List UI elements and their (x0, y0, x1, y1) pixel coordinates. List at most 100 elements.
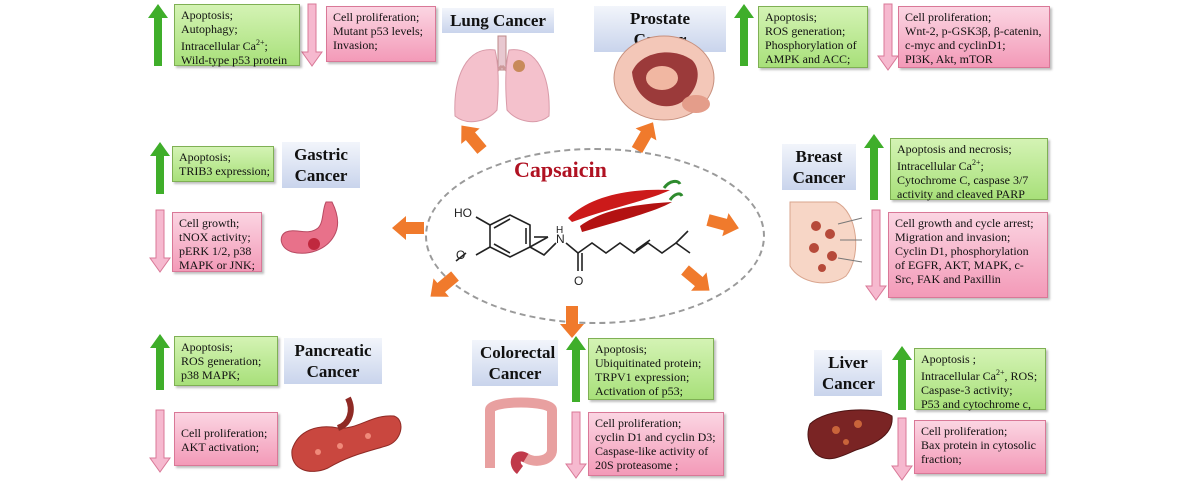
ho-label: HO (454, 206, 472, 220)
liver-up-item: Caspase-3 activity; (921, 383, 1013, 397)
down-arrow-pancreatic (149, 409, 171, 473)
liver-down-box: Cell proliferation; Bax protein in cytos… (914, 420, 1046, 474)
liver-down-item: Bax protein in cytosolic (921, 438, 1036, 452)
down-arrow-colorectal (565, 411, 587, 479)
prostate-down-box: Cell proliferation; Wnt-2, p-GSK3β, β-ca… (898, 6, 1050, 68)
colorectal-up-box: Apoptosis; Ubiquitinated protein; TRPV1 … (588, 338, 714, 400)
gastric-title-line2: Cancer (294, 166, 348, 185)
pancreatic-up-box: Apoptosis; ROS generation; p38 MAPK; (174, 336, 278, 386)
lung-down-item: Mutant p53 levels; (333, 24, 423, 38)
pancreatic-up-item: Apoptosis; (181, 340, 234, 354)
up-arrow-lung (148, 4, 168, 66)
lung-up-item: Intracellular Ca2+; (181, 38, 268, 53)
stomach-icon (280, 201, 339, 254)
down-arrow-liver (891, 417, 913, 481)
gastric-up-item: Apoptosis; (179, 150, 232, 164)
colorectal-title: Colorectal Cancer (472, 340, 558, 386)
colorectal-title-line1: Colorectal (480, 343, 556, 362)
breast-title: Breast Cancer (782, 144, 856, 190)
liver-title: Liver Cancer (814, 350, 882, 396)
breast-down-item: Migration and invasion; (895, 230, 1011, 244)
pancreatic-down-box: Cell proliferation; AKT activation; (174, 412, 278, 466)
capsaicin-title: Capsaicin (514, 157, 607, 182)
arrow-to-colorectal (560, 306, 584, 338)
breast-icon (789, 201, 863, 284)
liver-up-box: Apoptosis ; Intracellular Ca2+, ROS; Cas… (914, 348, 1046, 411)
colorectal-up-item: Ubiquitinated protein; (595, 356, 702, 370)
breast-up-box: Apoptosis and necrosis; Intracellular Ca… (890, 138, 1048, 201)
breast-down-item: of EGFR, AKT, MAPK, c- (895, 258, 1024, 272)
liver-up-item: Intracellular Ca2+, ROS; (921, 368, 1038, 383)
pancreatic-down-item: Cell proliferation; (181, 426, 268, 440)
colorectal-down-box: Cell proliferation; cyclin D1 and cyclin… (588, 412, 724, 476)
chili-pepper-icon (568, 179, 684, 232)
liver-up-item: Apoptosis ; (921, 352, 977, 366)
arrow-to-liver (677, 260, 718, 300)
pancreatic-title-line2: Cancer (306, 362, 360, 381)
liver-down-item: fraction; (921, 452, 962, 466)
colorectal-down-item: cyclin D1 and cyclin D3; (595, 430, 716, 444)
pancreatic-down-item: AKT activation; (181, 440, 260, 454)
breast-title-line2: Cancer (792, 168, 846, 187)
up-arrow-pancreatic (150, 334, 170, 390)
up-arrow-colorectal (566, 336, 586, 402)
down-arrow-lung (301, 3, 323, 67)
pancreatic-title-line1: Pancreatic (294, 341, 372, 360)
liver-icon (807, 409, 893, 460)
colorectal-up-item: Activation of p53; (595, 384, 683, 398)
lung-icon (454, 35, 550, 123)
h-label: H (556, 225, 563, 236)
liver-down-item: Cell proliferation; (921, 424, 1008, 438)
prostate-down-item: PI3K, Akt, mTOR (905, 52, 993, 66)
breast-up-item: Cytochrome C, caspase 3/7 (897, 173, 1029, 187)
liver-up-item: P53 and cytochrome c, (921, 397, 1031, 411)
colorectal-down-item: 20S proteasome ; (595, 458, 679, 472)
gastric-title-line1: Gastric (294, 145, 348, 164)
lung-down-box: Cell proliferation; Mutant p53 levels; I… (326, 6, 436, 62)
gastric-down-item: Cell growth; (179, 216, 240, 230)
prostate-up-item: ROS generation; (765, 24, 846, 38)
gastric-down-item: pERK 1/2, p38 (179, 244, 252, 258)
gastric-up-box: Apoptosis; TRIB3 expression; (172, 146, 274, 182)
colorectal-down-item: Caspase-like activity of (595, 444, 709, 458)
breast-down-item: Cyclin D1, phosphorylation (895, 244, 1029, 258)
pancreas-icon (291, 396, 402, 472)
colorectal-up-item: Apoptosis; (595, 342, 648, 356)
lung-title: Lung Cancer (442, 8, 554, 33)
prostate-icon (613, 35, 715, 121)
breast-up-item: activity and cleaved PARP (897, 187, 1025, 201)
prostate-down-item: Cell proliferation; (905, 10, 992, 24)
arrow-to-breast (704, 208, 743, 240)
down-arrow-gastric (149, 209, 171, 273)
colorectal-up-item: TRPV1 expression; (595, 370, 690, 384)
breast-down-box: Cell growth and cycle arrest; Migration … (888, 212, 1048, 298)
center-ellipse (425, 148, 765, 324)
up-arrow-gastric (150, 142, 170, 194)
breast-title-line1: Breast (795, 147, 843, 166)
lung-up-item: Autophagy; (181, 22, 238, 36)
colorectal-down-item: Cell proliferation; (595, 416, 682, 430)
carbonyl-o-label: O (574, 274, 583, 288)
down-arrow-breast (865, 209, 887, 301)
prostate-down-item: c-myc and cyclinD1; (905, 38, 1006, 52)
lung-up-item: Apoptosis; (181, 8, 234, 22)
prostate-up-box: Apoptosis; ROS generation; Phosphorylati… (758, 6, 868, 68)
pancreatic-up-item: p38 MAPK; (181, 368, 241, 382)
gastric-down-item: MAPK or JNK; (179, 258, 256, 272)
n-label: N (556, 232, 565, 246)
prostate-up-item: AMPK and ACC; (765, 52, 851, 66)
pancreatic-up-item: ROS generation; (181, 354, 262, 368)
prostate-down-item: Wnt-2, p-GSK3β, β-catenin, (905, 24, 1042, 38)
breast-up-item: Apoptosis and necrosis; (897, 142, 1012, 156)
up-arrow-breast (864, 134, 884, 200)
up-arrow-prostate (734, 4, 754, 66)
lung-up-item: Wild-type p53 protein (181, 53, 288, 67)
breast-down-item: Cell growth and cycle arrest; (895, 216, 1034, 230)
up-arrow-liver (892, 346, 912, 410)
gastric-title: Gastric Cancer (282, 142, 360, 188)
gastric-up-item: TRIB3 expression; (179, 164, 270, 178)
breast-down-item: Src, FAK and Paxillin (895, 272, 1001, 286)
prostate-up-item: Phosphorylation of (765, 38, 857, 52)
colon-icon (485, 397, 557, 474)
gastric-down-item: tNOX activity; (179, 230, 251, 244)
